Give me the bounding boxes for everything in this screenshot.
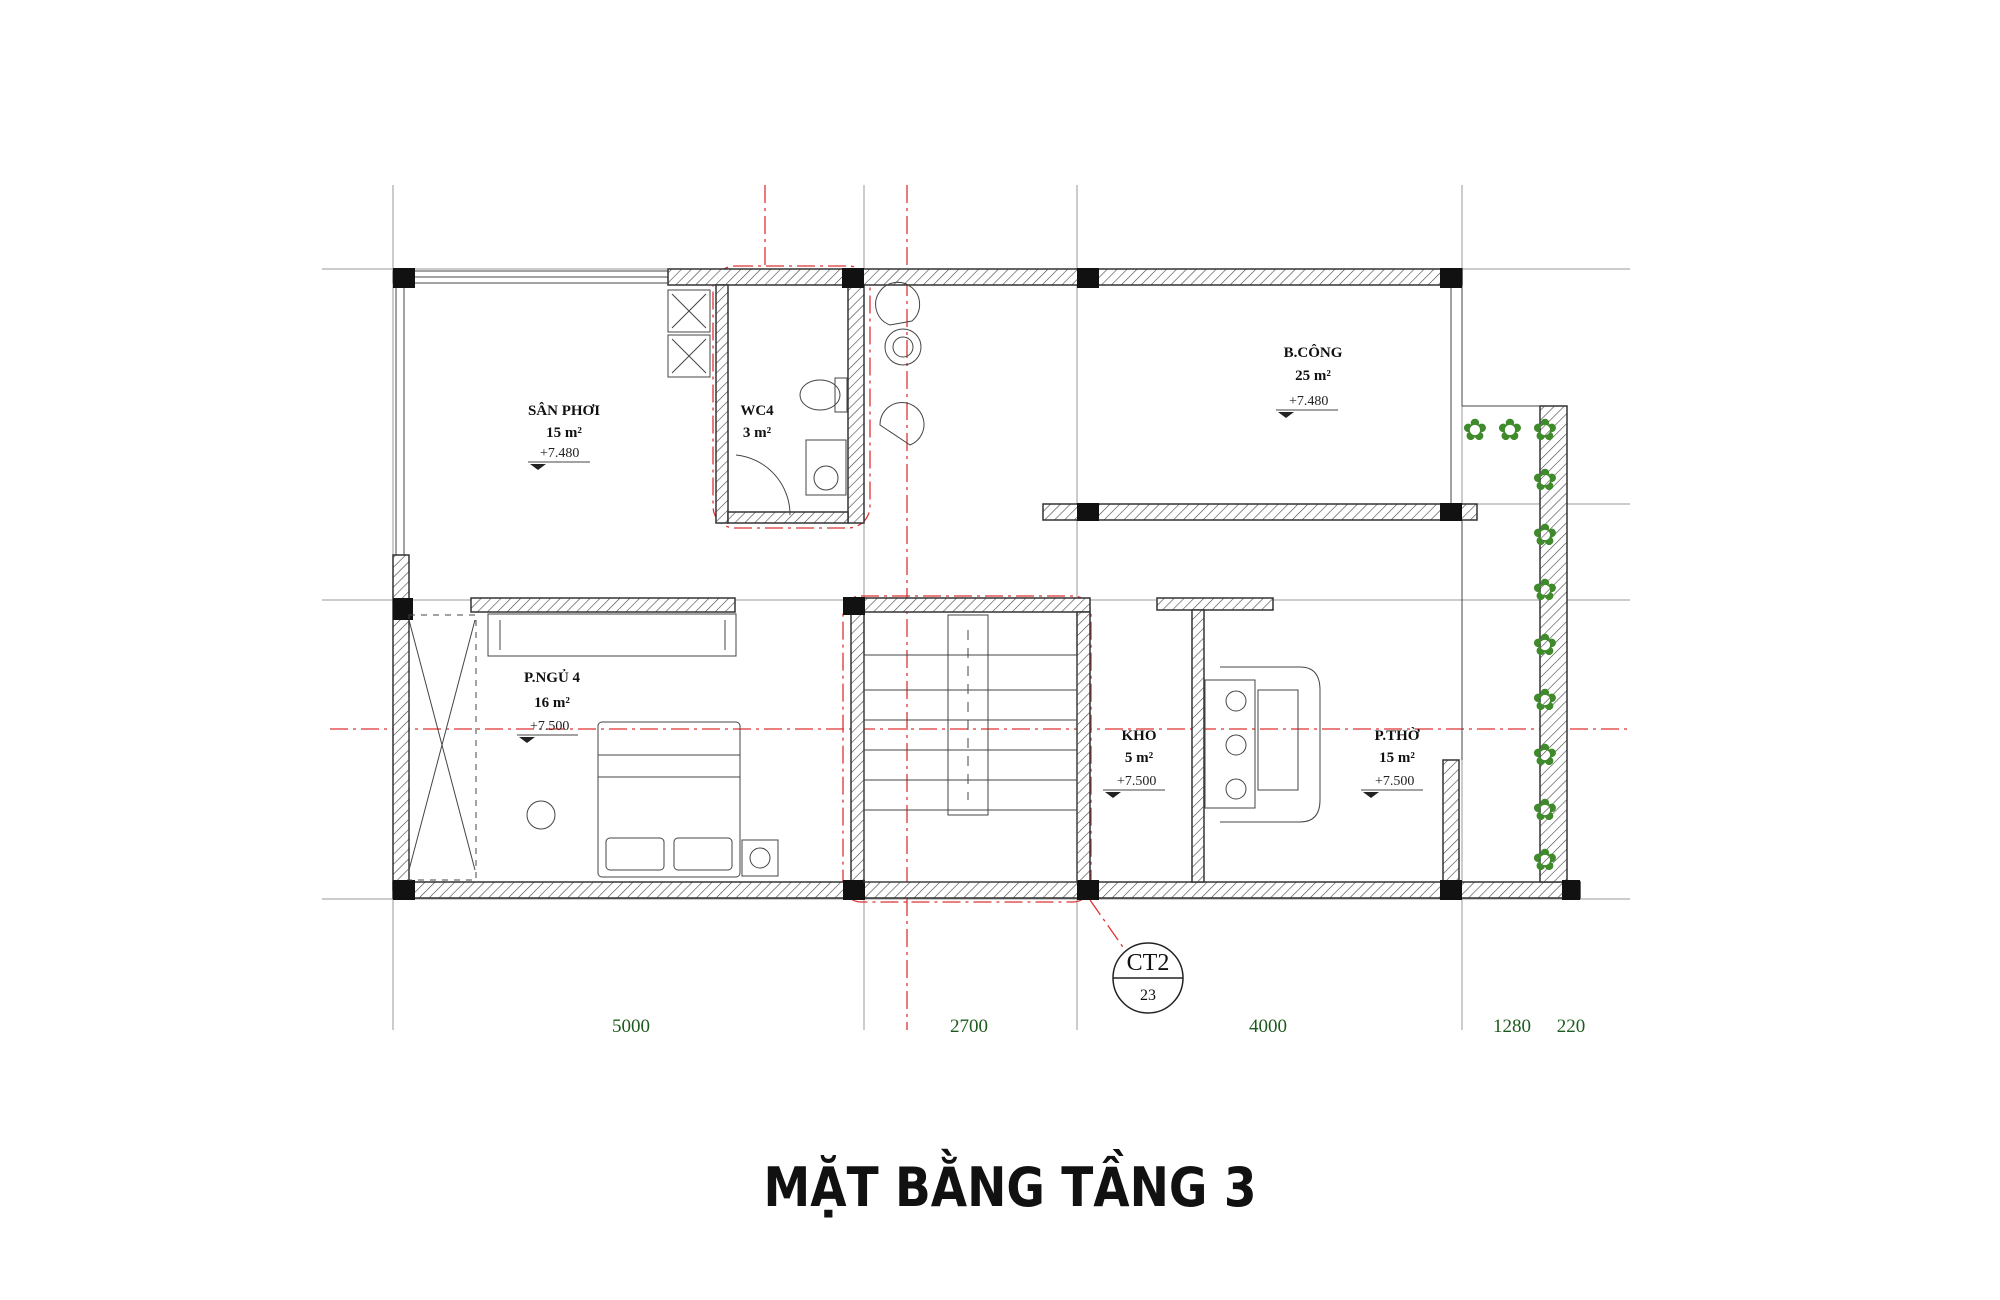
toilet-icon <box>735 377 848 516</box>
section-label: CT2 <box>1127 950 1170 976</box>
plant-icon: ✿ <box>1532 518 1557 553</box>
dimension-label: 220 <box>1557 1016 1586 1037</box>
stairs-icon <box>863 614 1078 883</box>
plan-title: MẶT BẰNG TẦNG 3 <box>764 1149 1257 1219</box>
room-wc4: WC4 3 m² <box>740 403 774 441</box>
room-area: 15 m² <box>546 425 582 441</box>
room-p-tho: P.THỜ 15 m² +7.500 <box>1361 727 1423 798</box>
room-level: +7.500 <box>530 719 569 734</box>
plant-icon: ✿ <box>1497 413 1522 448</box>
room-area: 15 m² <box>1379 750 1415 766</box>
wardrobe-icon <box>408 613 737 881</box>
plant-icon: ✿ <box>1532 413 1557 448</box>
axis-lines <box>330 185 1630 1030</box>
plant-icon: ✿ <box>1532 628 1557 663</box>
plant-icon: ✿ <box>1532 463 1557 498</box>
room-name: WC4 <box>740 403 774 419</box>
room-level: +7.480 <box>1289 394 1328 409</box>
room-level: +7.500 <box>1375 774 1414 789</box>
room-name: P.NGỦ 4 <box>524 669 581 686</box>
dimension-label: 1280 <box>1493 1016 1531 1037</box>
plant-icon: ✿ <box>1532 793 1557 828</box>
room-area: 3 m² <box>743 425 772 441</box>
dimension-label: 5000 <box>612 1016 650 1037</box>
dimension-label: 4000 <box>1249 1016 1287 1037</box>
furniture <box>408 281 1321 883</box>
room-san-phoi: SÂN PHƠI 15 m² +7.480 <box>528 402 600 470</box>
room-p-ngu-4: P.NGỦ 4 16 m² +7.500 <box>517 669 581 743</box>
room-name: B.CÔNG <box>1284 344 1343 361</box>
room-level: +7.500 <box>1117 774 1156 789</box>
room-b-cong: B.CÔNG 25 m² +7.480 <box>1276 344 1343 418</box>
room-name: KHO <box>1121 728 1156 744</box>
columns <box>393 268 1580 900</box>
washing-machine-icon <box>667 289 711 378</box>
room-area: 25 m² <box>1295 368 1331 384</box>
bed-icon <box>526 721 779 878</box>
room-kho: KHO 5 m² +7.500 <box>1103 728 1165 798</box>
section-marker: CT2 23 <box>1112 942 1184 1014</box>
table-chairs-icon <box>875 281 925 446</box>
plant-icon: ✿ <box>1532 738 1557 773</box>
dimensions: 5000 2700 4000 1280 220 <box>612 1016 1585 1037</box>
walls <box>392 268 1581 899</box>
room-area: 5 m² <box>1125 750 1154 766</box>
altar-icon <box>1204 666 1321 823</box>
plant-icon: ✿ <box>1532 843 1557 878</box>
room-level: +7.480 <box>540 446 579 461</box>
section-sheet: 23 <box>1140 987 1156 1004</box>
plant-icon: ✿ <box>1532 683 1557 718</box>
planter-plants: ✿ ✿ ✿ ✿ ✿ ✿ ✿ ✿ ✿ ✿ ✿ <box>1462 413 1557 878</box>
dimension-label: 2700 <box>950 1016 988 1037</box>
room-area: 16 m² <box>534 695 570 711</box>
room-name: P.THỜ <box>1375 727 1420 744</box>
plant-icon: ✿ <box>1532 573 1557 608</box>
plant-icon: ✿ <box>1462 413 1487 448</box>
room-name: SÂN PHƠI <box>528 402 600 419</box>
